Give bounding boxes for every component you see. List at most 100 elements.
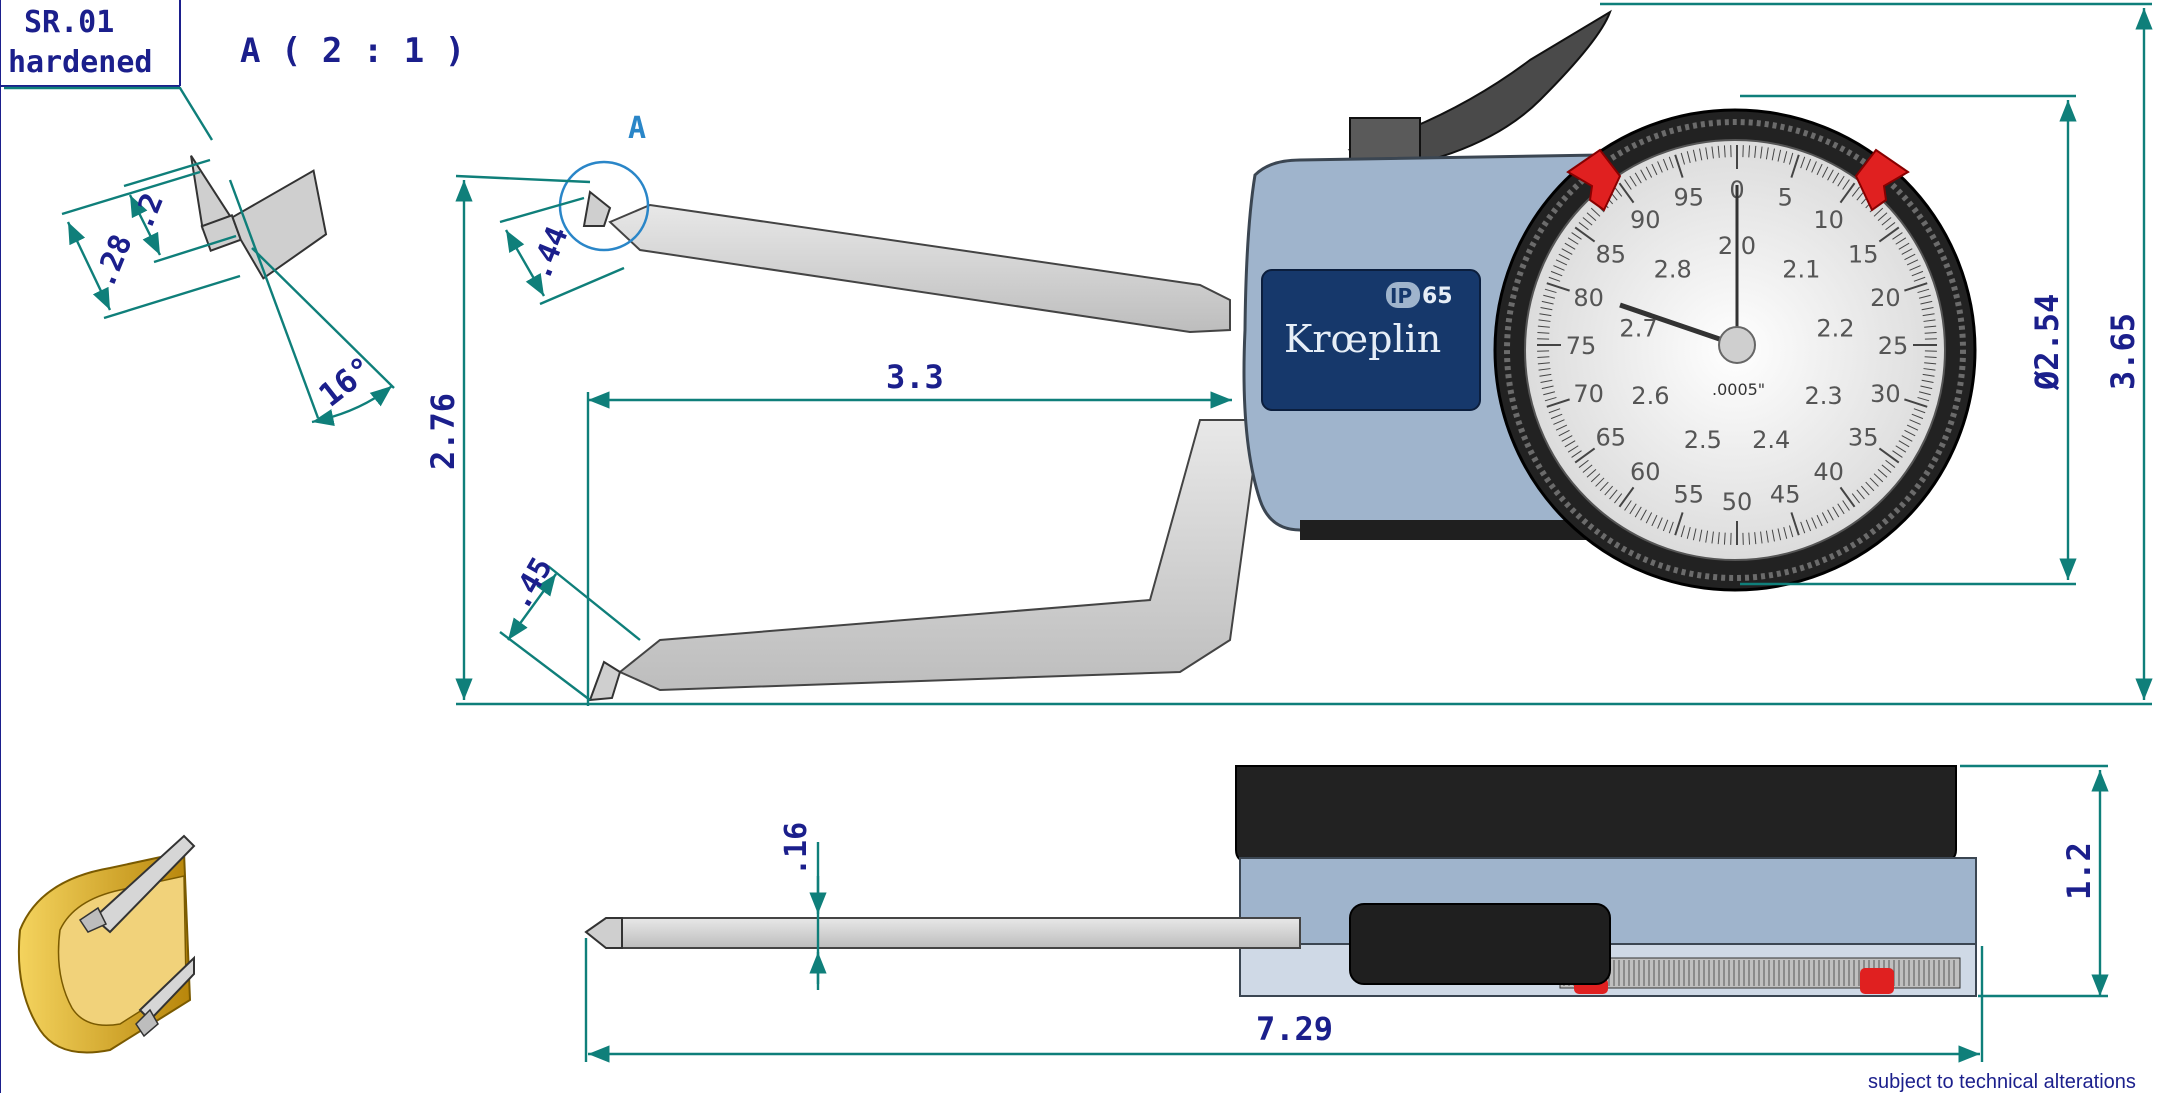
dial-tick <box>1686 526 1691 539</box>
dial-tick <box>1590 207 1601 217</box>
dial-tick <box>1624 179 1632 190</box>
dial-tick <box>1686 151 1691 164</box>
dial-outer-label: 55 <box>1674 480 1705 508</box>
dial-inner-scale: 2.02.12.22.32.42.52.62.72.8 <box>1619 232 1854 454</box>
dial-tick <box>1771 529 1775 542</box>
dial-tick <box>1699 148 1703 161</box>
dial-tick <box>1674 154 1684 178</box>
dial-tick <box>1906 424 1919 431</box>
dial-tick <box>1821 166 1829 178</box>
side-tip <box>584 917 623 949</box>
dial-tick <box>1917 396 1930 402</box>
dial-tick <box>1618 182 1635 204</box>
dial-tick <box>1842 179 1850 190</box>
dial-tick <box>1604 485 1614 496</box>
bore-measurement-illustration <box>17 834 196 1054</box>
dial-tick <box>1561 435 1573 442</box>
dial-tick <box>1717 532 1720 545</box>
dial-tick <box>1614 186 1623 197</box>
dial-tick <box>1586 212 1597 222</box>
dial-tick <box>1924 331 1937 334</box>
dial-tick <box>1869 477 1879 487</box>
dial-tick <box>1723 145 1726 158</box>
dial-outer-label: 45 <box>1770 480 1801 508</box>
dial-tick <box>1783 526 1788 539</box>
dial-inner-label: 2.5 <box>1684 426 1722 454</box>
dial-tick <box>1754 532 1757 545</box>
dial-tick <box>1651 163 1658 176</box>
dial-outer-scale: 05101520253035404550556065707580859095 <box>1566 176 1909 516</box>
upper-jaw <box>608 203 1231 334</box>
dial-tick <box>1748 145 1751 158</box>
dial-tick <box>1895 237 1907 245</box>
dim-overall-length: 7.29 <box>1256 1010 1333 1048</box>
dial-tick <box>1913 408 1926 414</box>
dial-tick <box>1821 512 1829 524</box>
dial-inner-label: 2.8 <box>1654 255 1692 283</box>
dial-tick <box>1921 379 1934 383</box>
dial-tick <box>1555 259 1568 266</box>
dial-tick <box>1692 528 1697 541</box>
dial-tick <box>1877 468 1888 478</box>
dial-inner-label: 2.7 <box>1619 315 1657 343</box>
dial-tick <box>1634 172 1642 184</box>
material-leader <box>4 86 214 141</box>
detail-a-label: A <box>628 111 646 146</box>
dial-outer-label: 25 <box>1878 332 1909 360</box>
front-view: IP 65 Krœplin 05101520253035404550556065… <box>424 2 2153 706</box>
detail-view-title: A ( 2 : 1 ) <box>240 31 465 71</box>
dial-tick <box>1881 464 1892 473</box>
dial-tick <box>1771 148 1775 161</box>
dial-tick <box>1788 525 1794 538</box>
dial-outer-label: 35 <box>1848 424 1879 452</box>
dim-point-2: .2 <box>125 188 171 235</box>
dial-tick <box>1538 368 1551 371</box>
dial-tick <box>1590 473 1601 483</box>
drawing-frame <box>0 0 181 1093</box>
ip-badge-value: 65 <box>1422 284 1453 309</box>
dial-inner-label: 2.3 <box>1805 382 1843 410</box>
dial-tick <box>1909 265 1921 271</box>
dial-tick <box>1541 385 1554 390</box>
dial-tick <box>1904 429 1916 437</box>
dial-tick <box>1923 368 1936 371</box>
dial-tick <box>1837 503 1845 515</box>
dial-tick <box>1543 294 1556 299</box>
dial-tick <box>1564 242 1576 250</box>
dial-outer-label: 40 <box>1813 458 1844 486</box>
dial-tick <box>1839 182 1856 204</box>
dial-tick <box>1540 307 1553 311</box>
dial-tick <box>1898 242 1910 250</box>
dial-tick <box>1800 521 1806 534</box>
dial-tick <box>1748 532 1751 545</box>
dial-tick <box>1550 413 1563 420</box>
side-marker-right <box>1860 968 1894 994</box>
dial-outer-label: 90 <box>1630 206 1661 234</box>
dial-tick <box>1839 486 1856 508</box>
dial-tick <box>1651 514 1658 527</box>
dial-tick <box>1582 217 1593 226</box>
dial-outer-label: 20 <box>1870 284 1901 312</box>
dial-tick <box>1544 288 1557 294</box>
dial-inner-label: 2.2 <box>1816 315 1854 343</box>
dial-tick <box>1662 158 1669 171</box>
dial-tick <box>1904 282 1928 292</box>
dial-outer-label: 5 <box>1778 184 1793 212</box>
dial-tick <box>1805 158 1812 171</box>
dial-tick <box>1909 419 1921 425</box>
material-line1: SR.01 <box>24 5 114 40</box>
dial-tick <box>1537 325 1550 328</box>
dial-tick <box>1790 154 1800 178</box>
dial-tick <box>1777 528 1782 541</box>
dial-tick <box>1922 373 1935 377</box>
dial-tick <box>1567 237 1579 245</box>
dial-outer-label: 60 <box>1630 458 1661 486</box>
dial-tick <box>1540 379 1553 383</box>
dial-tick <box>1723 532 1726 545</box>
dial-tick <box>1537 331 1550 334</box>
dial-tick <box>1645 166 1653 178</box>
dial-tick <box>1790 512 1800 536</box>
dial-tick <box>1674 512 1684 536</box>
dim-16-degrees: 16° <box>312 349 381 415</box>
